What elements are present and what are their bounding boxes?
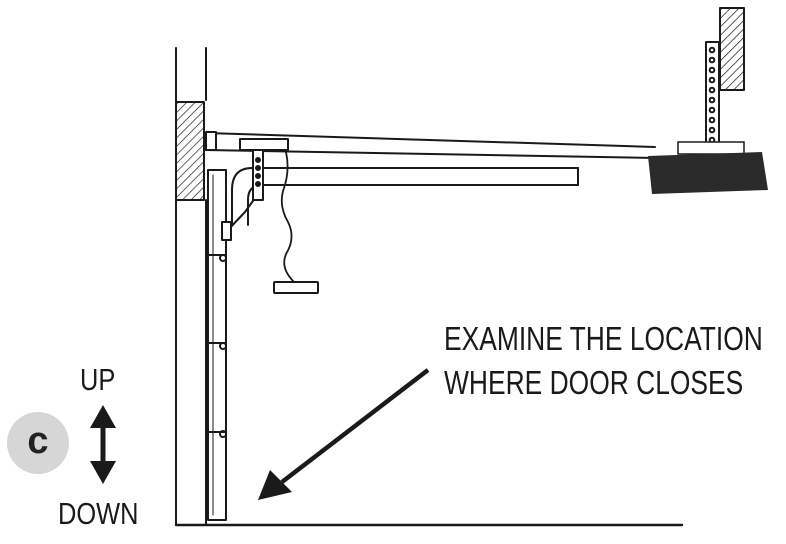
up-label: UP <box>80 362 116 397</box>
up-down-arrow-icon <box>90 405 116 484</box>
ceiling-joist <box>719 7 745 91</box>
pointer-arrow-icon <box>258 368 430 500</box>
horizontal-track <box>231 167 579 226</box>
step-letter: c <box>27 420 49 462</box>
instruction-line-2: WHERE DOOR CLOSES <box>444 364 744 401</box>
trolley <box>239 138 289 201</box>
instruction-line-1: EXAMINE THE LOCATION <box>444 320 763 357</box>
step-badge: c <box>7 412 69 474</box>
door-panels <box>207 169 227 521</box>
opener-motor-unit <box>648 141 768 194</box>
header-block <box>175 101 205 201</box>
opener-rail <box>205 131 656 159</box>
emergency-release-handle <box>273 151 319 294</box>
down-label: DOWN <box>58 496 139 531</box>
hanger-strap <box>705 41 720 155</box>
